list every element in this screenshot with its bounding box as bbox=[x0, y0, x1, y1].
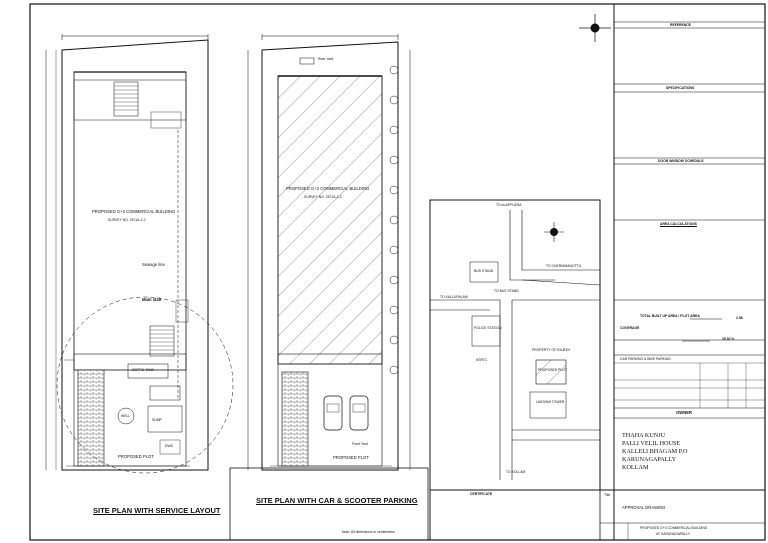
bus-stand-label: BUS STAND bbox=[474, 269, 494, 273]
septic-tank-label: SEPTIC TANK bbox=[132, 368, 154, 372]
coverage-label: COVERAGE bbox=[620, 326, 640, 330]
front-yard-label: Front Yard bbox=[352, 442, 368, 446]
to-kollam-label: TO KOLLAM bbox=[506, 470, 526, 474]
coverage-value: 35.52 % bbox=[722, 337, 735, 341]
to-bus-label: TO BUS STAND bbox=[494, 289, 519, 293]
left-building-label: PROPOSED G+3 COMMERCIAL BUILDING bbox=[92, 209, 176, 214]
lakshmi-tower-label: LAKSHMI TOWER bbox=[536, 400, 565, 404]
to-alappuzha-label: TO ALAPPUZHA bbox=[496, 203, 522, 207]
right-proposed-plot: PROPOSED PLOT bbox=[333, 455, 369, 460]
specifications-header: SPECIFICATIONS bbox=[666, 86, 695, 90]
to-kallupalam-label: TO KALLUPALAM bbox=[440, 295, 468, 299]
left-site-plan bbox=[45, 34, 234, 474]
project-label: PROPOSED G+3 COMMERCIAL BUILDING bbox=[640, 526, 708, 530]
subject-plot-label: PROPOSED PLOT bbox=[538, 368, 568, 372]
left-proposed-plot: PROPOSED PLOT bbox=[118, 454, 154, 459]
left-survey-label: SURVEY NO. 2571A-2-2 bbox=[108, 218, 146, 222]
owner-header: OWNER bbox=[676, 410, 693, 415]
far-value: 2.98 bbox=[736, 316, 743, 320]
north-arrow-icon bbox=[579, 14, 611, 42]
well-label: WELL bbox=[121, 414, 131, 418]
owner-line-4: KARUNAGAPALLY bbox=[622, 456, 677, 463]
right-site-plan bbox=[247, 34, 411, 471]
rear-yard-label: Rear Yard bbox=[318, 57, 334, 61]
tree-row bbox=[389, 65, 399, 375]
to-cheriamanottu-label: TO CHERIAMANOTTU bbox=[546, 264, 582, 268]
sump-label: SUMP bbox=[152, 418, 162, 422]
car-icon bbox=[349, 395, 369, 431]
north-arrow-icon bbox=[544, 222, 564, 242]
ksrtc-label: KSRTC bbox=[476, 358, 488, 362]
left-plan-title: SITE PLAN WITH SERVICE LAYOUT bbox=[93, 506, 221, 515]
far-label: TOTAL BUILT UP AREA / PLOT AREA bbox=[640, 314, 700, 318]
area-calc-header: AREA CALCULATIONS bbox=[660, 222, 697, 226]
property-label: PROPERTY OF RAJEEV bbox=[532, 348, 571, 352]
police-station-label: POLICE STATION bbox=[474, 326, 502, 330]
door-window-header: DOOR WINDOW SCHEDULE bbox=[658, 159, 704, 163]
reference-header: REFERENCE bbox=[670, 23, 691, 27]
right-survey-label: SURVEY NO. 2571A-2-2 bbox=[304, 195, 342, 199]
owner-line-5: KOLLAM bbox=[622, 464, 649, 471]
location-plan bbox=[429, 199, 601, 491]
parking-header: CAR PARKING & BIKE PARKING bbox=[620, 357, 671, 361]
owner-line-2: PALLI VELIL HOUSE bbox=[622, 440, 681, 447]
title-label: Title bbox=[604, 493, 611, 497]
title-block bbox=[429, 489, 766, 541]
right-building-label: PROPOSED G+3 COMMERCIAL BUILDING bbox=[286, 186, 370, 191]
title-value: APPROVAL DRAWING bbox=[622, 505, 666, 510]
right-plan-title: SITE PLAN WITH CAR & SCOOTER PARKING bbox=[256, 496, 418, 505]
main-stair-label: Main stair bbox=[142, 297, 162, 302]
notes-box bbox=[229, 467, 429, 541]
certificate-header: CERTIFICATE bbox=[470, 492, 493, 496]
owner-line-3: KALLELI BHAGAM P.O bbox=[622, 448, 688, 455]
sewage-label: Sewage line bbox=[142, 262, 165, 267]
project-location: AT KARUNAGAPALLY bbox=[656, 532, 691, 536]
dws-label: DWS bbox=[165, 444, 173, 448]
dimension-note: Note: All dimensions in centimetres bbox=[342, 530, 395, 534]
owner-line-1: THAHA KUNJU bbox=[622, 432, 666, 439]
car-icon bbox=[323, 395, 343, 431]
